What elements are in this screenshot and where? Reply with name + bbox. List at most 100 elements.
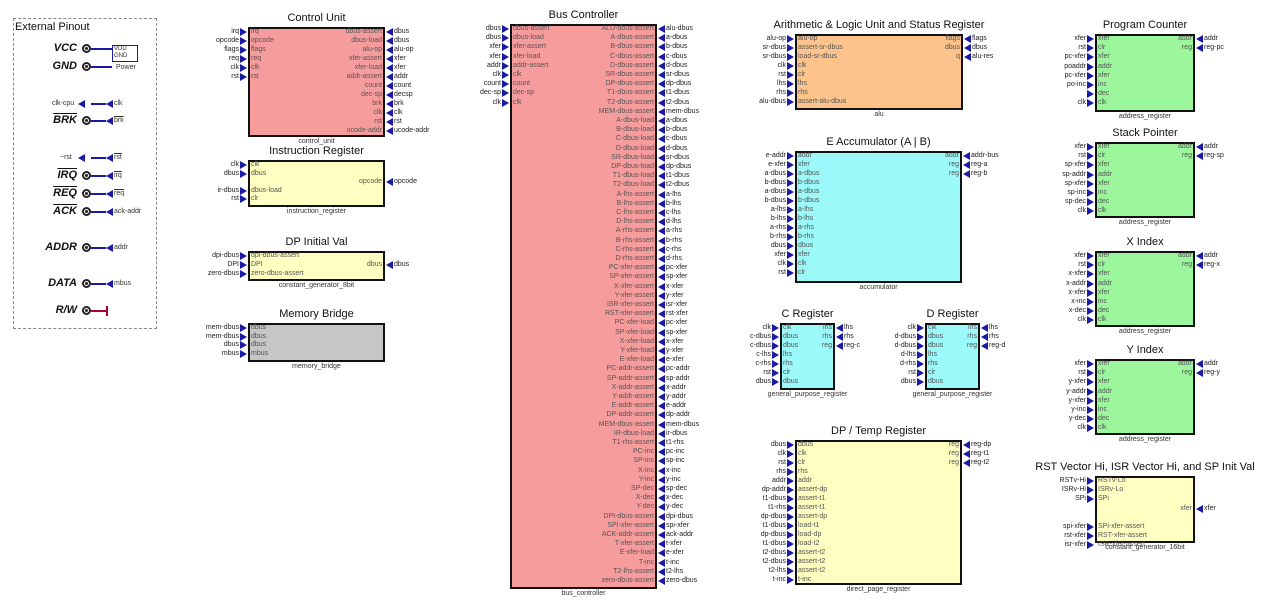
input-pin-tunnel-icon[interactable] [787,513,794,521]
block-constant-generator-8bit[interactable] [248,251,385,281]
input-pin-tunnel-icon[interactable] [1087,532,1094,541]
output-pin-tunnel-icon[interactable] [386,55,393,63]
input-pin-tunnel-icon[interactable] [1087,523,1094,531]
input-pin-tunnel-icon[interactable] [1087,387,1094,396]
block-c-register[interactable] [780,323,835,390]
input-pin-tunnel-icon[interactable] [787,468,794,476]
output-pin-tunnel-icon[interactable] [658,144,665,153]
block-accumulator[interactable] [795,151,962,283]
input-pin-tunnel-icon[interactable] [787,179,794,187]
input-pin-tunnel-icon[interactable] [1087,307,1094,316]
input-pin-tunnel-icon[interactable] [772,360,779,368]
ext-pin-port-icon[interactable] [82,306,91,315]
input-pin-tunnel-icon[interactable] [787,35,794,43]
input-pin-tunnel-icon[interactable] [787,161,794,169]
output-pin-tunnel-icon[interactable] [658,135,665,144]
input-pin-tunnel-icon[interactable] [1087,270,1094,279]
input-pin-tunnel-icon[interactable] [917,378,924,386]
block-bus-controller[interactable] [510,24,657,589]
input-pin-tunnel-icon[interactable] [787,233,794,241]
input-pin-tunnel-icon[interactable] [1087,170,1094,179]
output-pin-tunnel-icon[interactable] [658,420,665,429]
input-pin-tunnel-icon[interactable] [1087,252,1094,260]
input-pin-tunnel-icon[interactable] [787,197,794,205]
output-pin-tunnel-icon[interactable] [658,466,665,475]
output-pin-tunnel-icon[interactable] [658,540,665,549]
ext-pin-port-icon[interactable] [82,116,91,125]
input-pin-tunnel-icon[interactable] [787,53,794,61]
input-pin-tunnel-icon[interactable] [1087,207,1094,216]
input-pin-tunnel-icon[interactable] [787,549,794,557]
output-pin-tunnel-icon[interactable] [981,333,988,341]
input-pin-tunnel-icon[interactable] [917,324,924,332]
output-pin-tunnel-icon[interactable] [386,64,393,72]
input-pin-tunnel-icon[interactable] [1087,486,1094,495]
output-pin-tunnel-icon[interactable] [1196,44,1203,53]
output-pin-tunnel-icon[interactable] [658,199,665,208]
output-pin-tunnel-icon[interactable] [658,383,665,392]
output-pin-tunnel-icon[interactable] [658,393,665,401]
input-pin-tunnel-icon[interactable] [240,270,247,278]
output-pin-tunnel-icon[interactable] [386,109,393,117]
output-pin-tunnel-icon[interactable] [658,218,665,227]
output-pin-tunnel-icon[interactable] [658,98,665,107]
input-pin-tunnel-icon[interactable] [787,242,794,250]
input-pin-tunnel-icon[interactable] [772,378,779,386]
input-pin-tunnel-icon[interactable] [1087,53,1094,62]
output-pin-tunnel-icon[interactable] [658,356,665,365]
input-pin-tunnel-icon[interactable] [502,89,509,98]
input-pin-tunnel-icon[interactable] [1087,90,1094,99]
output-pin-tunnel-icon[interactable] [658,71,665,79]
block-memory-bridge[interactable] [248,323,385,362]
block-instruction-register[interactable] [248,160,385,207]
input-pin-tunnel-icon[interactable] [240,261,247,269]
output-pin-tunnel-icon[interactable] [1196,143,1203,151]
input-pin-tunnel-icon[interactable] [787,450,794,458]
input-pin-tunnel-icon[interactable] [1087,279,1094,288]
output-pin-tunnel-icon[interactable] [658,448,665,457]
output-pin-tunnel-icon[interactable] [963,152,970,160]
output-pin-tunnel-icon[interactable] [658,347,665,355]
input-pin-tunnel-icon[interactable] [502,61,509,70]
output-pin-tunnel-icon[interactable] [658,89,665,98]
output-pin-tunnel-icon[interactable] [658,402,665,411]
ext-pin-port-icon[interactable] [82,207,91,216]
output-pin-tunnel-icon[interactable] [963,441,970,449]
input-pin-tunnel-icon[interactable] [502,71,509,79]
input-pin-tunnel-icon[interactable] [787,170,794,178]
output-pin-tunnel-icon[interactable] [658,190,665,199]
output-pin-tunnel-icon[interactable] [658,227,665,236]
input-pin-tunnel-icon[interactable] [1087,261,1094,270]
input-pin-tunnel-icon[interactable] [240,46,247,54]
input-pin-tunnel-icon[interactable] [787,152,794,160]
input-pin-tunnel-icon[interactable] [787,441,794,449]
output-pin-tunnel-icon[interactable] [658,126,665,135]
input-pin-tunnel-icon[interactable] [787,477,794,485]
output-pin-tunnel-icon[interactable] [386,91,393,99]
input-pin-tunnel-icon[interactable] [502,43,509,52]
input-pin-tunnel-icon[interactable] [1087,189,1094,197]
output-pin-tunnel-icon[interactable] [658,558,665,567]
input-pin-tunnel-icon[interactable] [1087,99,1094,108]
input-pin-tunnel-icon[interactable] [787,495,794,503]
ext-pin-port-icon[interactable] [82,171,91,180]
output-pin-tunnel-icon[interactable] [658,549,665,558]
output-pin-tunnel-icon[interactable] [1196,504,1203,513]
block-direct-page-register[interactable] [795,440,962,585]
block-x-index[interactable] [1095,251,1195,327]
input-pin-tunnel-icon[interactable] [787,531,794,539]
output-pin-tunnel-icon[interactable] [658,328,665,337]
output-pin-tunnel-icon[interactable] [1196,252,1203,260]
output-pin-tunnel-icon[interactable] [658,365,665,374]
output-pin-tunnel-icon[interactable] [658,503,665,512]
input-pin-tunnel-icon[interactable] [240,332,247,341]
output-pin-tunnel-icon[interactable] [658,52,665,61]
output-pin-tunnel-icon[interactable] [964,35,971,43]
input-pin-tunnel-icon[interactable] [240,349,247,358]
output-pin-tunnel-icon[interactable] [658,61,665,70]
input-pin-tunnel-icon[interactable] [772,324,779,332]
output-pin-tunnel-icon[interactable] [386,118,393,126]
input-pin-tunnel-icon[interactable] [1087,152,1094,161]
output-pin-tunnel-icon[interactable] [386,178,393,187]
input-pin-tunnel-icon[interactable] [787,89,794,97]
